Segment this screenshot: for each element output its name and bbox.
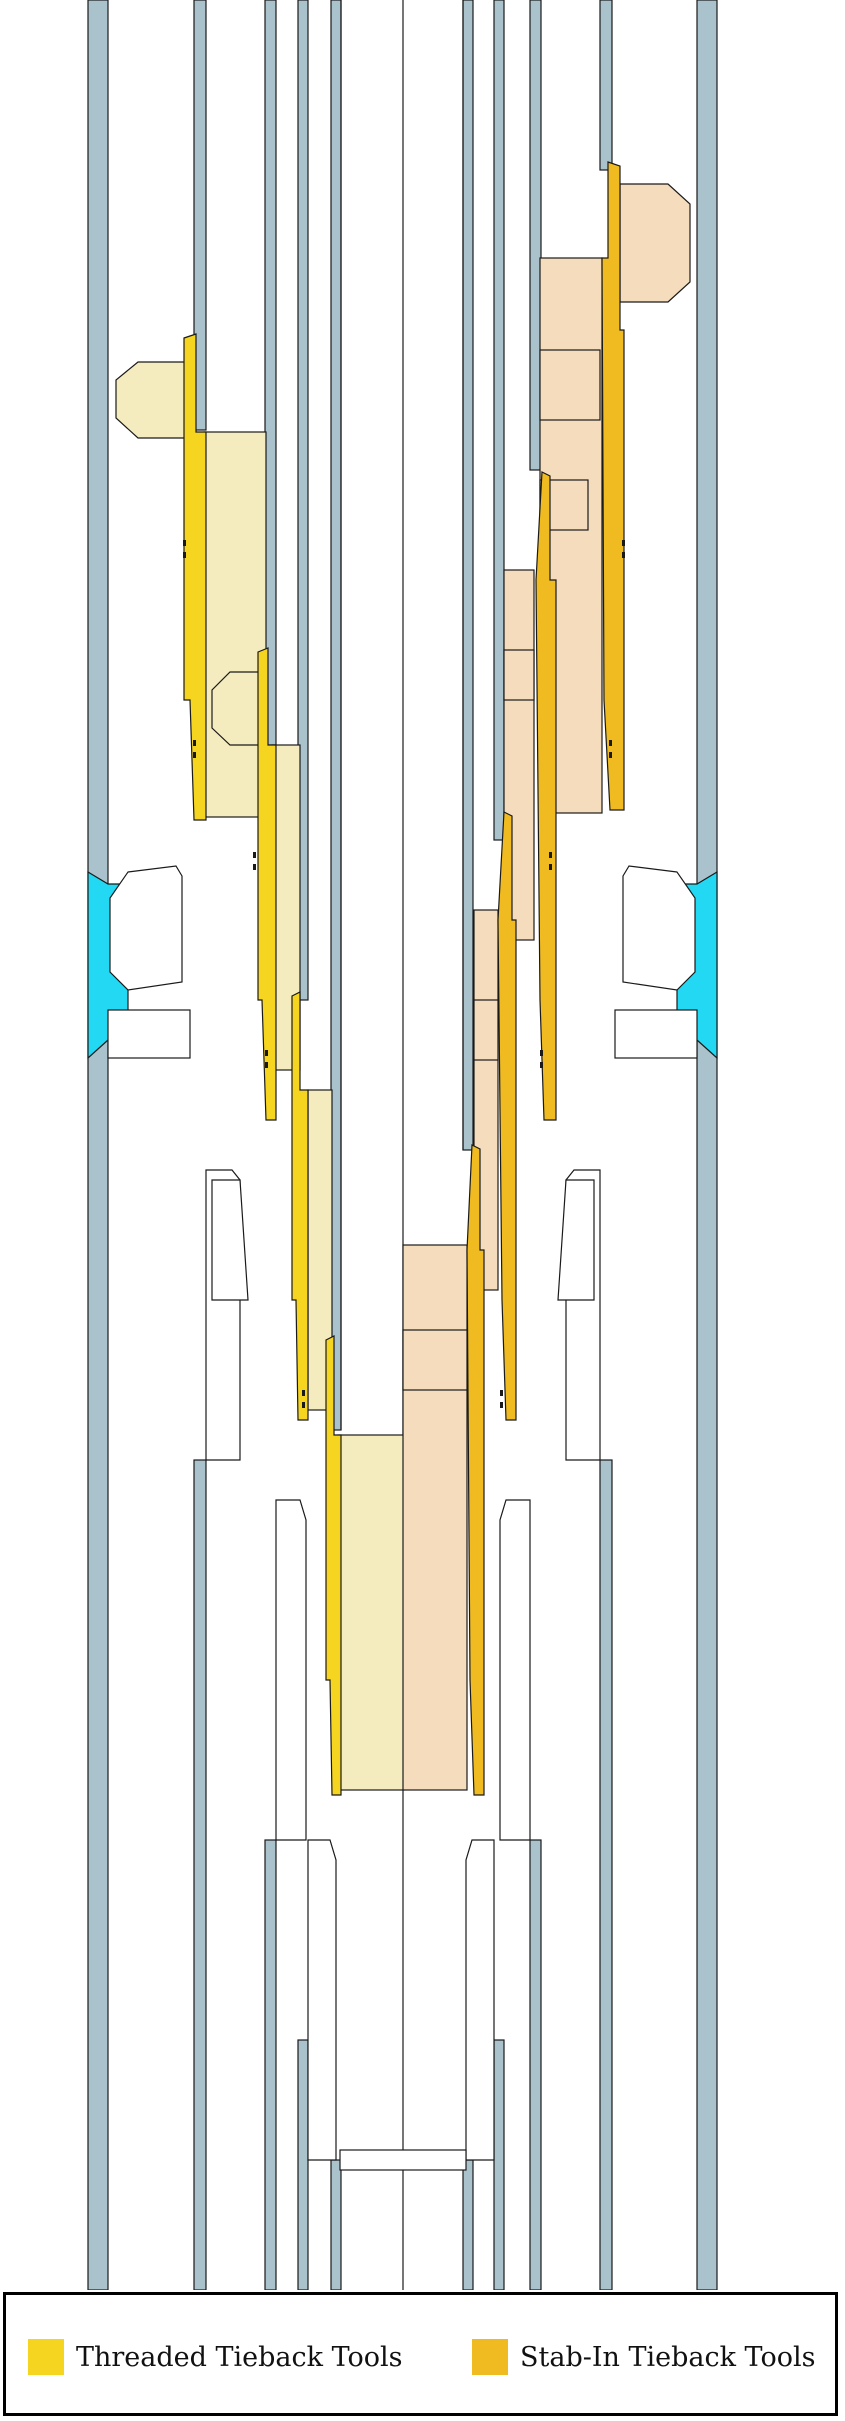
casing-3-left-upper (264, 0, 277, 746)
seal-assemblies (87, 865, 718, 1060)
legend-item-threaded: Threaded Tieback Tools (28, 2339, 403, 2375)
threaded-stem (257, 647, 277, 1121)
legend-swatch-stab-in (472, 2339, 508, 2375)
left-upper-tieback (115, 333, 267, 821)
stab-in-stem (535, 471, 557, 1121)
wellhead-tieback-diagram (87, 0, 718, 2290)
casing-4-left-upper (297, 0, 309, 1001)
lower-running-tools (205, 1169, 601, 2171)
inner-tubing (340, 0, 464, 2290)
outer-casing-right (696, 0, 718, 2290)
slip-segments (211, 1179, 595, 1301)
threaded-stem (291, 991, 309, 1421)
right-inner-tieback (402, 1144, 485, 1796)
casing-2-right-upper (599, 0, 613, 171)
tool-body (402, 1244, 468, 1791)
casing-strings (87, 0, 718, 2290)
left-second-tieback (211, 647, 301, 1121)
threaded-stem (183, 333, 207, 821)
casing-2-left-lower (193, 1459, 207, 2290)
thread-marks (183, 540, 625, 1408)
casing-2-right-lower (599, 1459, 613, 2290)
right-third-tieback (473, 811, 517, 1421)
casing-5-right-upper (462, 0, 474, 1151)
casing-4-left-lower (297, 2039, 309, 2290)
threaded-stem (325, 1335, 342, 1796)
lower-tool-right-2 (499, 1499, 531, 1841)
bottom-sub (339, 2149, 467, 2171)
legend-label-stab-in: Stab-In Tieback Tools (520, 2341, 816, 2373)
lower-tool-right-3 (465, 1839, 495, 2161)
tool-head (115, 361, 187, 439)
hanger-left (109, 865, 183, 991)
hanger-right (622, 865, 696, 991)
tool-head (211, 671, 263, 746)
legend: Threaded Tieback Tools Stab-In Tieback T… (3, 2292, 838, 2416)
stab-in-stem (466, 1144, 485, 1796)
lower-tool-left-2 (275, 1499, 307, 1841)
legend-item-stab-in: Stab-In Tieback Tools (472, 2339, 815, 2375)
casing-5-right-lower (462, 2159, 474, 2290)
casing-3-left-lower (264, 1839, 277, 2290)
legend-label-threaded: Threaded Tieback Tools (76, 2341, 403, 2373)
lower-tool-left-3 (307, 1839, 337, 2161)
right-second-tieback (503, 471, 557, 1121)
casing-4-right-lower (493, 2039, 505, 2290)
casing-4-right-upper (493, 0, 505, 841)
casing-3-right-upper (529, 0, 542, 471)
outer-casing-left (87, 0, 109, 2290)
stab-in-stem (497, 811, 517, 1421)
right-upper-tieback (539, 161, 691, 814)
tool-head (619, 183, 691, 303)
tool-body (203, 431, 267, 818)
casing-3-right-lower (529, 1839, 542, 2290)
casing-5-left-lower (330, 2159, 342, 2290)
stab-in-stem (601, 161, 625, 811)
tool-body (337, 1434, 405, 1791)
left-inner-tieback (325, 1335, 405, 1796)
legend-swatch-threaded (28, 2339, 64, 2375)
casing-2-left-upper (193, 0, 207, 431)
